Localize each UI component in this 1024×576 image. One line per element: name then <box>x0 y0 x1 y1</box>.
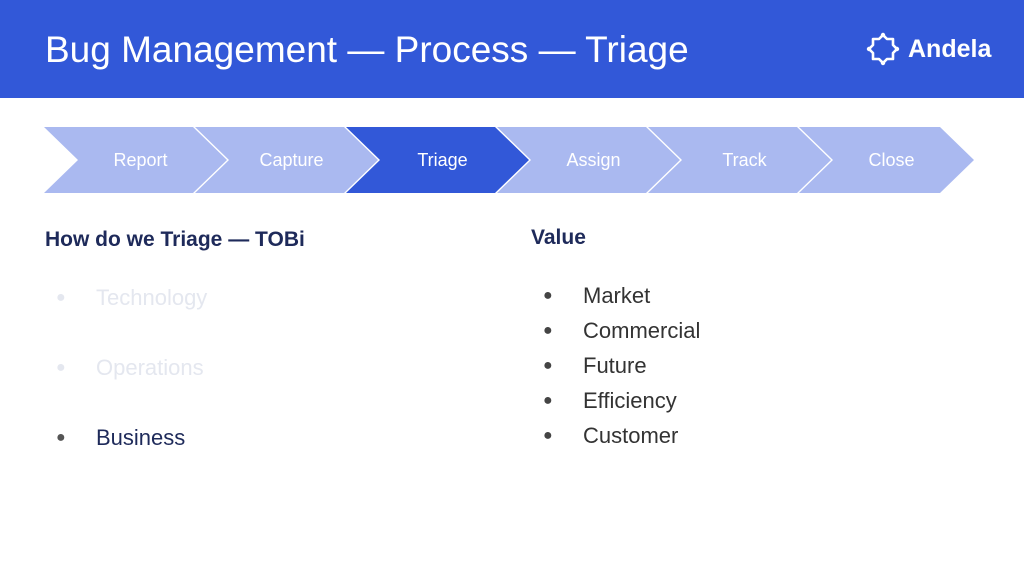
list-item: ● Business <box>45 424 207 494</box>
header-bar: Bug Management — Process — Triage Andela <box>0 0 1024 98</box>
process-step-label: Close <box>868 149 915 170</box>
list-item-label: Operations <box>96 355 204 380</box>
process-step-label: Report <box>113 149 168 170</box>
bullet-icon: ● <box>56 289 66 306</box>
bullet-icon: ● <box>543 427 553 444</box>
process-step-label: Triage <box>417 149 468 170</box>
value-heading: Value <box>531 226 586 249</box>
andela-logo: Andela <box>866 32 991 66</box>
andela-logo-icon <box>866 32 900 66</box>
list-item: ● Customer <box>531 422 700 457</box>
bullet-icon: ● <box>543 392 553 409</box>
bullet-icon: ● <box>543 287 553 304</box>
list-item: ● Efficiency <box>531 387 700 422</box>
list-item-label: Customer <box>583 423 679 448</box>
bullet-icon: ● <box>543 322 553 339</box>
list-item-label: Commercial <box>583 318 701 343</box>
logo-text: Andela <box>908 35 992 63</box>
list-item: ● Operations <box>45 354 207 424</box>
list-item-label: Business <box>96 425 186 450</box>
bullet-icon: ● <box>56 359 66 376</box>
page-title: Bug Management — Process — Triage <box>45 29 689 70</box>
process-step-label: Assign <box>566 149 621 170</box>
list-item: ● Market <box>531 282 700 317</box>
list-item: ● Commercial <box>531 317 700 352</box>
list-item: ● Future <box>531 352 700 387</box>
list-item-label: Future <box>583 353 647 378</box>
tobi-list: ● Technology ● Operations ● Business <box>45 284 207 494</box>
process-step-label: Track <box>722 149 767 170</box>
list-item-label: Market <box>583 283 651 308</box>
list-item: ● Technology <box>45 284 207 354</box>
bullet-icon: ● <box>56 429 66 446</box>
list-item-label: Technology <box>96 285 208 310</box>
bullet-icon: ● <box>543 357 553 374</box>
value-section: Value ● Market ● Commercial ● Future ● E… <box>531 224 971 448</box>
triage-section: How do we Triage — TOBi ● Technology ● O… <box>45 226 485 450</box>
triage-heading: How do we Triage — TOBi <box>45 228 305 251</box>
value-list: ● Market ● Commercial ● Future ● Efficie… <box>531 282 700 457</box>
list-item-label: Efficiency <box>583 388 677 413</box>
process-steps: Report Capture Triage Assign Track Close <box>44 127 974 193</box>
process-step-label: Capture <box>259 149 324 170</box>
process-step-close[interactable]: Close <box>799 127 974 193</box>
process-step-report[interactable]: Report <box>44 127 227 193</box>
